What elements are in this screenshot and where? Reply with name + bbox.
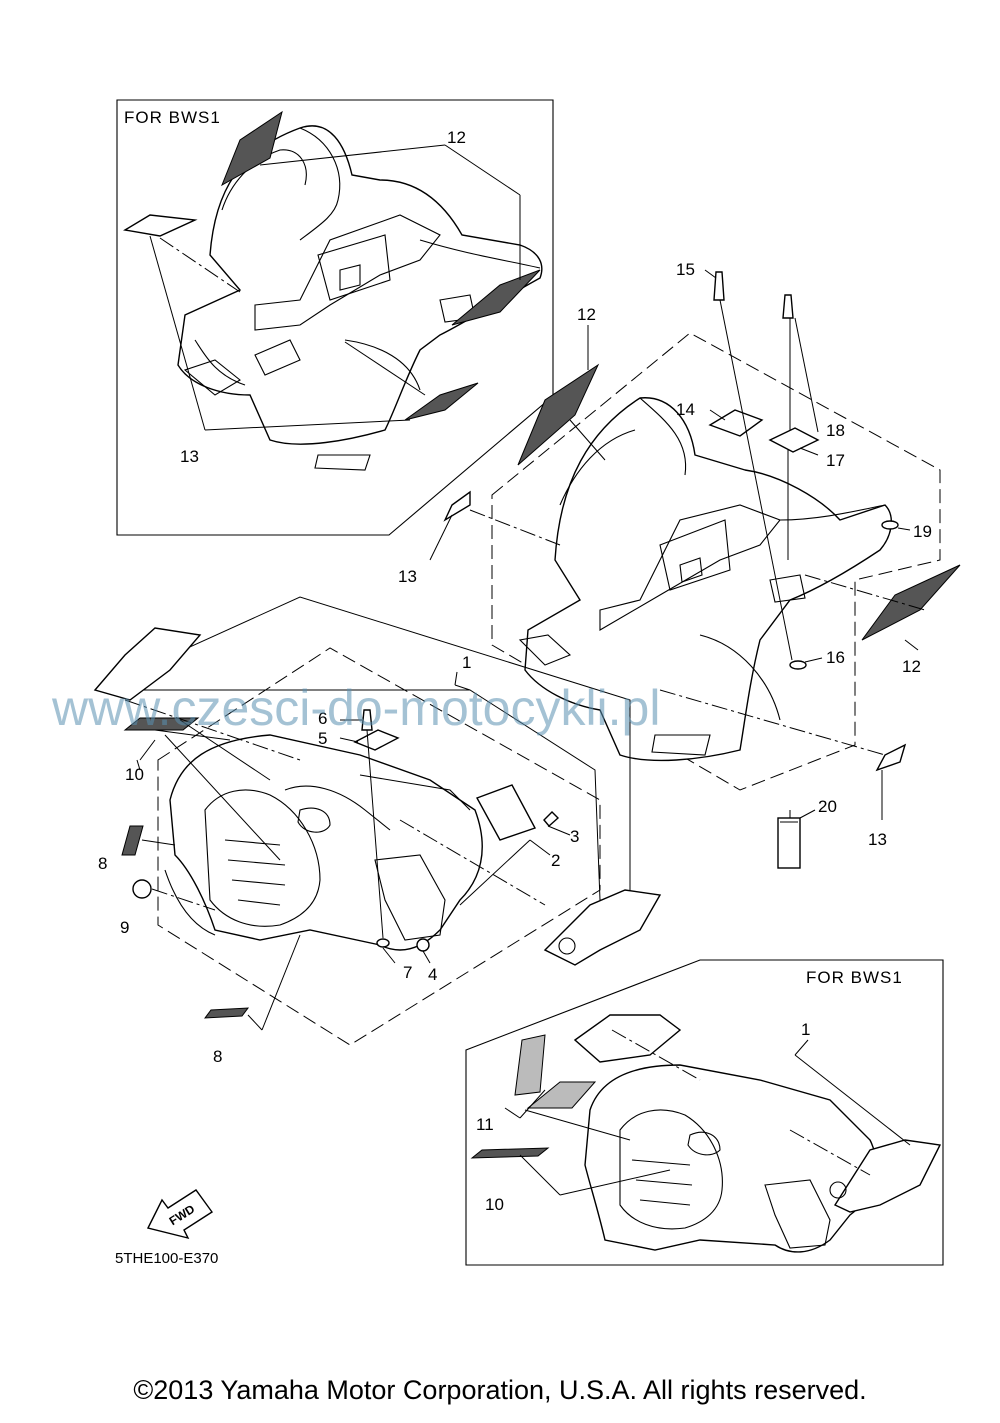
top-left-box-title: FOR BWS1: [124, 108, 221, 127]
decal-12-right: [861, 564, 961, 641]
decal-8-upper: [121, 825, 144, 856]
decal-box-lower: [404, 382, 479, 421]
callout-8-lower: 8: [213, 1047, 222, 1066]
reflector-9: [132, 879, 152, 899]
box-decal-top: [573, 1014, 682, 1063]
decal-13-left: [443, 490, 471, 522]
part-15-rivet: [713, 271, 725, 301]
callout-20: 20: [818, 797, 837, 816]
callout-4: 4: [428, 965, 437, 984]
front-fender-assembly: 1 6 5 10 8 9 3 2 7 4 8: [93, 596, 662, 1066]
decal-10-main: [123, 717, 200, 731]
callout-5: 5: [318, 729, 327, 748]
part-14-plate: [708, 409, 764, 437]
bottom-right-box-title: FOR BWS1: [806, 968, 903, 987]
top-left-variant-box: FOR BWS1 12: [116, 99, 554, 536]
callout-12-box: 12: [447, 128, 466, 147]
callout-12-right: 12: [902, 657, 921, 676]
diagram-code: 5THE100-E370: [115, 1250, 218, 1267]
part-19-cap: [881, 520, 899, 530]
part-20-label: [777, 817, 801, 869]
box-front-side-panel: [833, 1139, 942, 1213]
callout-8-upper: 8: [98, 854, 107, 873]
decal-10-box: [470, 1147, 550, 1159]
callout-1-box: 1: [801, 1020, 810, 1039]
callout-14: 14: [676, 400, 695, 419]
decal-11-upper: [514, 1034, 546, 1096]
part-4-cap: [416, 938, 430, 952]
callout-17: 17: [826, 451, 845, 470]
callout-7: 7: [403, 963, 412, 982]
decal-13-box: [123, 214, 198, 237]
part-6-rivet: [361, 709, 373, 731]
rear-fender-bws1: [177, 125, 543, 471]
callout-13-box: 13: [180, 447, 199, 466]
callout-6: 6: [318, 709, 327, 728]
part-16-cap: [789, 660, 807, 670]
callout-9: 9: [120, 918, 129, 937]
callout-16: 16: [826, 648, 845, 667]
callout-13-right: 13: [868, 830, 887, 849]
callout-12-top: 12: [577, 305, 596, 324]
decal-8-lower: [203, 1007, 250, 1019]
part-7-cap: [376, 938, 390, 948]
part-3-rivet: [543, 811, 560, 828]
front-side-panel: [543, 889, 662, 966]
copyright-notice: ©2013 Yamaha Motor Corporation, U.S.A. A…: [133, 1375, 867, 1405]
decal-12-box-right: [451, 269, 541, 326]
callout-3: 3: [570, 827, 579, 846]
part-18-rivet: [782, 294, 794, 319]
decal-13-right: [875, 743, 907, 772]
callout-1-main: 1: [462, 653, 471, 672]
decal-12-box-left: [221, 110, 283, 187]
callout-15: 15: [676, 260, 695, 279]
callout-13-left: 13: [398, 567, 417, 586]
callout-19: 19: [913, 522, 932, 541]
callout-18: 18: [826, 421, 845, 440]
callout-10-main: 10: [125, 765, 144, 784]
decal-12-left: [517, 363, 600, 466]
decal-11-lower: [526, 1081, 597, 1109]
callout-10-box: 10: [485, 1195, 504, 1214]
fwd-arrow: FWD: [146, 1189, 214, 1240]
callout-2: 2: [551, 851, 560, 870]
callout-11: 11: [476, 1115, 494, 1134]
part-17-plate: [768, 427, 820, 453]
rear-fender-assembly: 12 15 14 18 17 19 13 16 12 13 20: [398, 260, 961, 869]
part-2-plate: [475, 784, 537, 841]
watermark: www.czesci-do-motocykli.pl: [51, 680, 660, 736]
bottom-right-variant-box: FOR BWS1 1 11 10: [465, 959, 944, 1266]
decal-front-top: [93, 627, 202, 701]
